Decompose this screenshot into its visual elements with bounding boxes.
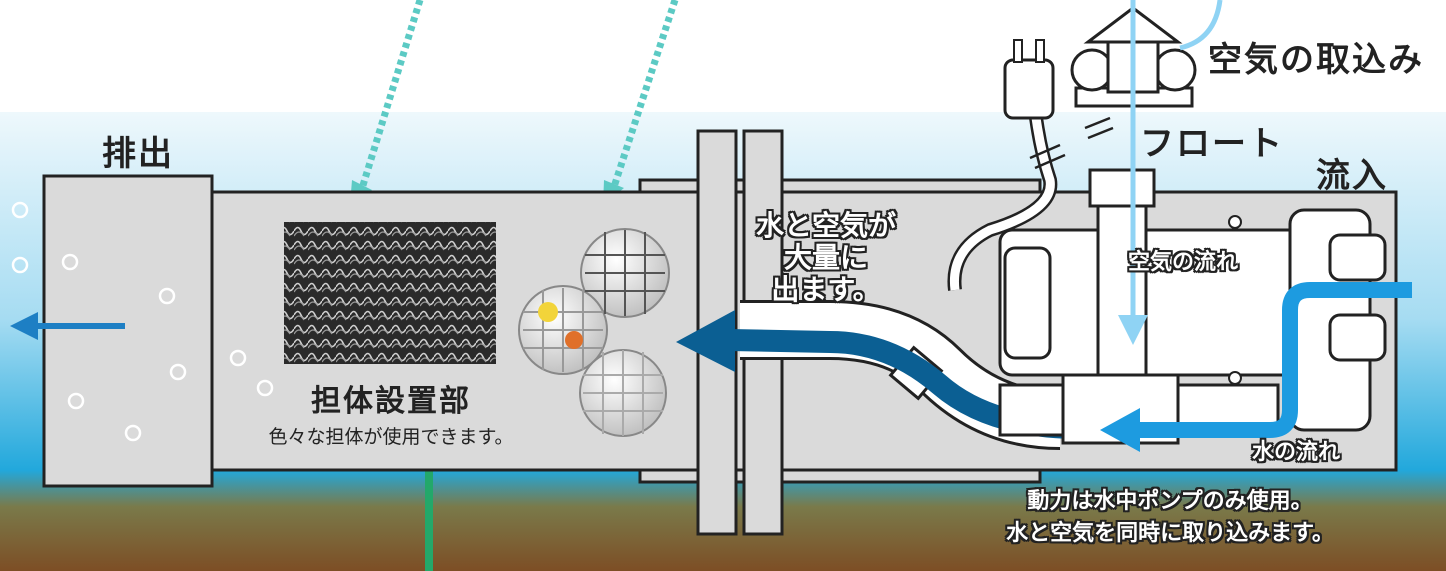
power-note-line-2: 水と空気を同時に取り込みます。 — [1006, 521, 1334, 546]
bubbles — [11, 201, 274, 442]
outflow-arrow-head — [676, 310, 735, 372]
pointer-line-2 — [608, 0, 679, 195]
discharge-arrow-head — [10, 312, 38, 340]
air-tube-joint — [1088, 168, 1156, 208]
float-right — [1153, 48, 1197, 92]
pump-coupler-left — [998, 383, 1065, 437]
label-water-air-out: 水と空気が 大量に 出ます。 — [756, 210, 896, 306]
plug-prong-right — [1035, 39, 1045, 63]
float-left — [1070, 48, 1114, 92]
water-air-out-line-2: 大量に — [784, 241, 869, 274]
air-flow-head — [1118, 315, 1148, 345]
label-water-flow: 水の流れ — [1252, 440, 1341, 465]
label-discharge: 排出 — [102, 134, 174, 174]
clamp-bar-top — [638, 178, 1042, 194]
label-inflow: 流入 — [1316, 156, 1388, 196]
discharge-box — [42, 174, 214, 488]
label-float: フロート — [1140, 124, 1284, 164]
carrier-balls — [518, 228, 670, 437]
label-carrier-sub: 色々な担体が使用できます。 — [268, 426, 514, 448]
power-plug — [1003, 58, 1055, 120]
label-air-intake: 空気の取込み — [1208, 40, 1424, 80]
water-air-out-line-1: 水と空気が — [756, 209, 897, 242]
green-pipe — [425, 470, 433, 571]
pump-screw-top — [1228, 215, 1242, 229]
label-carrier-title: 担体設置部 — [311, 384, 471, 419]
water-air-out-line-3: 出ます。 — [771, 273, 881, 306]
break-marks — [1029, 116, 1114, 170]
pump-intake-fin-2 — [1328, 313, 1387, 362]
pump-intake-fin — [1328, 233, 1387, 282]
clamp-bar-bottom — [638, 468, 1042, 484]
pointer-line-1 — [356, 0, 424, 197]
power-note-line-1: 動力は水中ポンプのみ使用。 — [1027, 489, 1313, 514]
air-intake-curve — [1179, 0, 1223, 51]
power-note: 動力は水中ポンプのみ使用。 水と空気を同時に取り込みます。 — [930, 486, 1410, 550]
water-flow-path — [1140, 282, 1412, 438]
fiber-carrier-photo — [284, 222, 496, 364]
pump-screw-bottom — [1228, 371, 1242, 385]
water-flow-head — [1100, 408, 1140, 452]
carrier-caption: 担体設置部 色々な担体が使用できます。 — [248, 376, 534, 449]
plug-prong-left — [1013, 39, 1023, 63]
label-air-flow: 空気の流れ — [1128, 250, 1239, 275]
pump-vent — [1003, 246, 1052, 360]
